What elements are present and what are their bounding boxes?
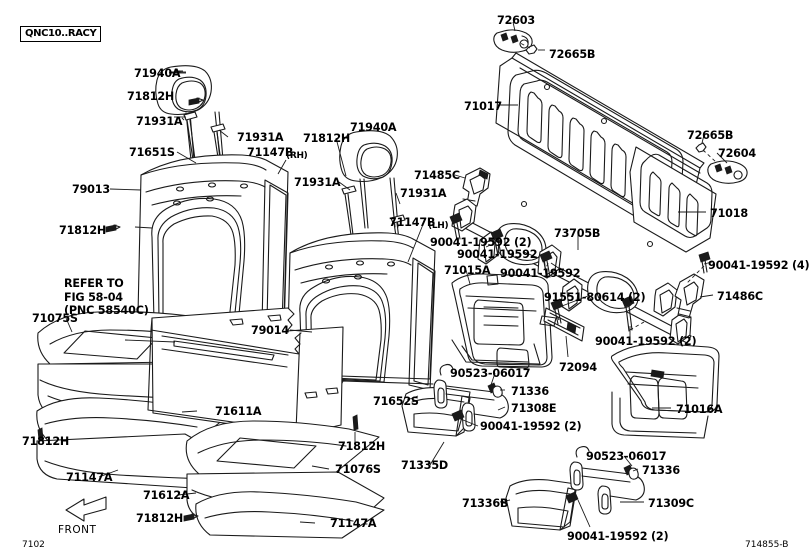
bracket-72094 xyxy=(539,307,585,342)
part-callout-72094[interactable]: 72094 xyxy=(559,361,597,374)
frame-71015a xyxy=(451,273,553,369)
clip-71812h-4 xyxy=(183,513,199,522)
part-callout-90041-19592[interactable]: 90041-19592 xyxy=(457,248,538,261)
part-callout-90041-19592[interactable]: 90041-19592 xyxy=(500,267,581,280)
nut-72665b-2 xyxy=(695,142,707,153)
trim-board-71611a xyxy=(147,307,344,448)
frame-71016a xyxy=(610,343,720,439)
part-callout-71652s[interactable]: 71652S xyxy=(373,395,419,408)
part-callout-71147a[interactable]: 71147A xyxy=(330,517,377,530)
part-callout-71486c[interactable]: 71486C xyxy=(717,290,763,303)
part-callout-71336[interactable]: 71336 xyxy=(642,464,680,477)
part-callout-side-rh: (RH) xyxy=(286,151,308,161)
hinge-71309c xyxy=(565,445,645,515)
part-callout-71017[interactable]: 71017 xyxy=(464,100,502,113)
figure-id-bottom-right: 714855-B xyxy=(745,540,789,550)
refer-note-line2: FIG 58-04 xyxy=(64,290,123,304)
refer-note-line1: REFER TO xyxy=(64,277,124,290)
part-callout-71812h[interactable]: 71812H xyxy=(59,224,107,237)
part-callout-90041-19592-2[interactable]: 90041-19592 (2) xyxy=(567,530,669,543)
hinge-72604 xyxy=(707,160,748,184)
part-callout-71336b[interactable]: 71336B xyxy=(462,497,509,510)
part-callout-71018[interactable]: 71018 xyxy=(710,207,748,220)
bolt-90041-b xyxy=(490,228,504,257)
part-callout-71015a[interactable]: 71015A xyxy=(444,264,491,277)
hinge-71308e xyxy=(433,363,509,432)
leader-lines xyxy=(40,21,728,528)
part-callout-71076s[interactable]: 71076S xyxy=(335,463,381,476)
part-callout-72665b[interactable]: 72665B xyxy=(687,129,734,142)
part-callout-71147b[interactable]: 71147B xyxy=(247,146,294,159)
clip-71812h-2 xyxy=(105,224,121,233)
part-callout-90041-19592-2[interactable]: 90041-19592 (2) xyxy=(480,420,582,433)
part-callout-71308e[interactable]: 71308E xyxy=(511,402,557,415)
bolt-90041-a xyxy=(449,212,463,241)
bolt-90041-e xyxy=(698,251,711,274)
part-callout-79013[interactable]: 79013 xyxy=(72,183,110,196)
part-callout-71335d[interactable]: 71335D xyxy=(401,459,449,472)
part-callout-71812h[interactable]: 71812H xyxy=(136,512,184,525)
part-callout-71075s[interactable]: 71075S xyxy=(32,312,78,325)
part-callout-73705b[interactable]: 73705B xyxy=(554,227,601,240)
seatback-frame-71017 xyxy=(495,52,717,253)
part-callout-71336[interactable]: 71336 xyxy=(511,385,549,398)
figure-id-bottom-left: 7102 xyxy=(22,540,45,550)
part-callout-71931a[interactable]: 71931A xyxy=(136,115,183,128)
front-arrow xyxy=(65,496,107,522)
part-callout-71812h[interactable]: 71812H xyxy=(338,440,386,453)
bushing-71336-left xyxy=(487,382,503,398)
part-callout-71812h[interactable]: 71812H xyxy=(22,435,70,448)
part-callout-71940a[interactable]: 71940A xyxy=(350,121,397,134)
part-callout-71147b[interactable]: 71147B xyxy=(389,216,436,229)
bolt-71931a-3 xyxy=(341,185,357,236)
pad-71336b xyxy=(505,479,577,531)
clip-71812h-1 xyxy=(188,97,204,106)
part-callout-side-lh: (LH) xyxy=(428,221,449,231)
part-callout-71812h[interactable]: 71812H xyxy=(303,132,351,145)
part-callout-71147a[interactable]: 71147A xyxy=(66,471,113,484)
part-callout-71611a[interactable]: 71611A xyxy=(215,405,262,418)
bolt-91551 xyxy=(550,298,564,325)
bracket-71486c xyxy=(674,273,705,319)
part-callout-71931a[interactable]: 71931A xyxy=(294,176,341,189)
refer-note-line3: (PNC 58540C) xyxy=(64,304,149,317)
bushing-71336-right xyxy=(623,464,639,480)
part-callout-72603[interactable]: 72603 xyxy=(497,14,535,27)
bolt-71931a-1 xyxy=(183,111,198,161)
part-callout-72665b[interactable]: 72665B xyxy=(549,48,596,61)
seat-cushion-71612a xyxy=(185,420,385,539)
refer-note: REFER TO FIG 58-04 (PNC 58540C) xyxy=(64,277,149,318)
dashed-assembly-lines xyxy=(485,42,717,331)
part-callout-71931a[interactable]: 71931A xyxy=(237,131,284,144)
seatback-rh-group xyxy=(137,65,289,333)
part-callout-79014[interactable]: 79014 xyxy=(251,324,289,337)
part-callout-90523-06017[interactable]: 90523-06017 xyxy=(586,450,667,463)
clip-71812h-5 xyxy=(352,414,359,431)
bolt-90041-d xyxy=(621,295,635,332)
part-callout-71016a[interactable]: 71016A xyxy=(676,403,723,416)
part-callout-90041-19592-2[interactable]: 90041-19592 (2) xyxy=(430,236,532,249)
hinge-72603 xyxy=(493,29,533,53)
part-callout-71940a[interactable]: 71940A xyxy=(134,67,181,80)
part-callout-71931a[interactable]: 71931A xyxy=(400,187,447,200)
part-callout-91551-80614-2[interactable]: 91551-80614 (2) xyxy=(544,291,646,304)
part-callout-72604[interactable]: 72604 xyxy=(718,147,756,160)
part-callout-71309c[interactable]: 71309C xyxy=(648,497,694,510)
bolt-90041-c xyxy=(539,250,553,279)
part-callout-71485c[interactable]: 71485C xyxy=(414,169,460,182)
part-callout-90041-19592-2[interactable]: 90041-19592 (2) xyxy=(595,335,697,348)
part-callout-71612a[interactable]: 71612A xyxy=(143,489,190,502)
front-direction-label: FRONT xyxy=(58,524,97,536)
model-code-box: QNC10..RACY xyxy=(20,26,102,42)
part-callout-90523-06017[interactable]: 90523-06017 xyxy=(450,367,531,380)
part-callout-90041-19592-4[interactable]: 90041-19592 (4) xyxy=(708,259,810,272)
part-callout-71812h[interactable]: 71812H xyxy=(127,90,175,103)
part-callout-71651s[interactable]: 71651S xyxy=(129,146,175,159)
